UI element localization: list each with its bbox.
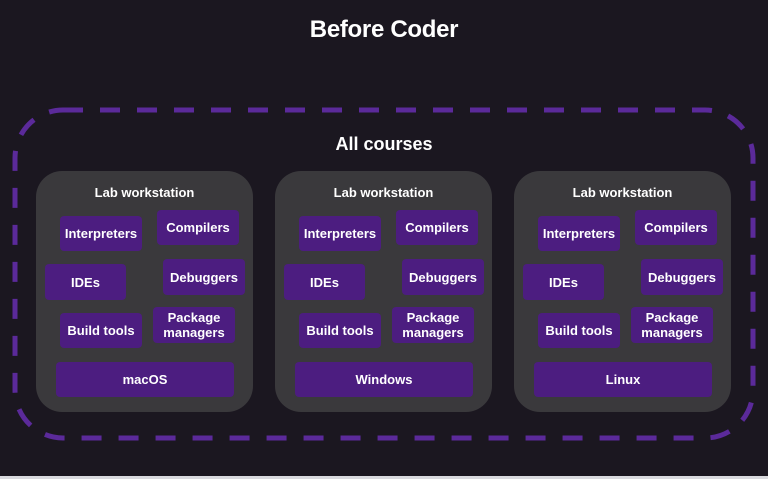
tool-build-tools: Build tools (299, 313, 381, 348)
tool-ides: IDEs (284, 264, 365, 300)
tool-debuggers: Debuggers (402, 259, 484, 295)
workstation-card-linux: Lab workstation Interpreters Compilers I… (514, 171, 731, 412)
tool-interpreters: Interpreters (299, 216, 381, 251)
workstation-card-windows: Lab workstation Interpreters Compilers I… (275, 171, 492, 412)
tool-build-tools: Build tools (538, 313, 620, 348)
os-macos: macOS (56, 362, 234, 397)
tool-debuggers: Debuggers (163, 259, 245, 295)
diagram-title: Before Coder (309, 16, 459, 43)
tool-package-managers: Package managers (392, 307, 474, 343)
workstation-title: Lab workstation (94, 185, 195, 200)
tool-debuggers: Debuggers (641, 259, 723, 295)
tool-package-managers: Package managers (153, 307, 235, 343)
bottom-edge-strip (0, 476, 768, 479)
os-windows: Windows (295, 362, 473, 397)
tool-compilers: Compilers (396, 210, 478, 245)
workstation-card-macos: Lab workstation Interpreters Compilers I… (36, 171, 253, 412)
tool-ides: IDEs (523, 264, 604, 300)
os-linux: Linux (534, 362, 712, 397)
tool-interpreters: Interpreters (538, 216, 620, 251)
tool-interpreters: Interpreters (60, 216, 142, 251)
tool-compilers: Compilers (635, 210, 717, 245)
workstation-title: Lab workstation (572, 185, 673, 200)
workstation-title: Lab workstation (333, 185, 434, 200)
tool-build-tools: Build tools (60, 313, 142, 348)
tool-compilers: Compilers (157, 210, 239, 245)
tool-package-managers: Package managers (631, 307, 713, 343)
tool-ides: IDEs (45, 264, 126, 300)
all-courses-label: All courses (335, 134, 433, 154)
